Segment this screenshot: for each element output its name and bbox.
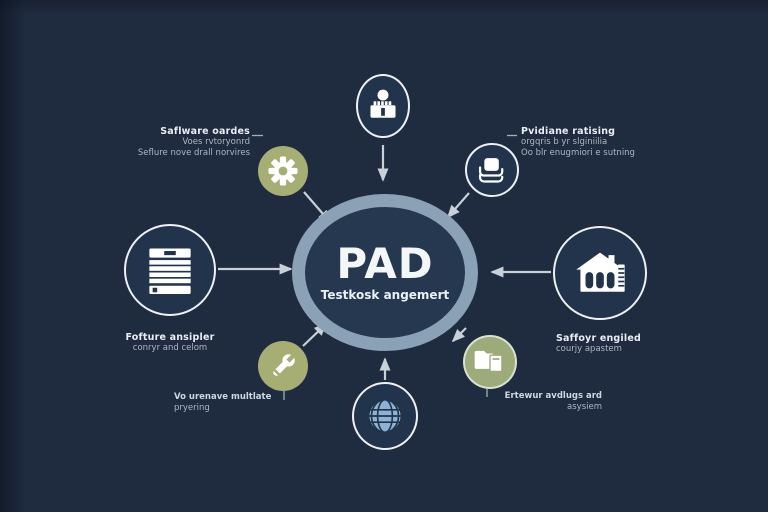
node-gear	[258, 146, 308, 196]
globe-icon	[367, 398, 403, 434]
schoolhouse-icon	[576, 252, 625, 292]
node-cards	[465, 143, 519, 197]
label-bottom-left: Vo urenave multlate pryering	[174, 392, 324, 414]
label-bottom-right-line1: Ertewur avdlugs ard	[504, 391, 602, 401]
label-left: Fofture ansipler conryr and celom	[100, 332, 240, 354]
gear-icon	[268, 156, 298, 186]
label-bottom-left-line2: pryering	[174, 403, 210, 413]
folder-documents-icon	[474, 350, 503, 373]
person-desk-icon	[370, 89, 396, 118]
arrow-center-to-folder	[451, 327, 467, 343]
hub-title: PAD	[336, 239, 434, 288]
arrow-cards-to-center	[446, 192, 470, 219]
server-icon	[149, 248, 191, 294]
label-bottom-left-line1: Vo urenave multlate	[174, 392, 272, 402]
node-globe	[352, 382, 418, 450]
node-folder	[463, 335, 517, 389]
label-top-right-line2: Oo blr enugmiori e sutning	[521, 148, 635, 158]
label-left-line1: conryr and celom	[132, 343, 208, 353]
label-top-left-title: Saflware oardes	[160, 126, 250, 137]
label-top-left: Saflware oardes Voes rvtoryonrd Seflure …	[80, 126, 250, 159]
node-user	[356, 74, 410, 138]
label-top-right-line1: orgqris b yr slginiilia	[521, 137, 608, 147]
node-building	[553, 226, 647, 320]
node-server	[124, 224, 216, 316]
label-right-title: Saffoyr engiled	[556, 333, 641, 344]
label-bottom-right: Ertewur avdlugs ard asysiem	[442, 391, 602, 413]
label-top-left-line1: Voes rvtoryonrd	[182, 137, 250, 147]
label-bottom-right-line2: asysiem	[567, 402, 602, 412]
node-wrench	[258, 341, 308, 391]
label-top-right: Pvidiane ratising orgqris b yr slginiili…	[521, 126, 711, 159]
hub-subtitle: Testkosk angemert	[320, 288, 450, 302]
label-left-title: Fofture ansipler	[125, 332, 215, 343]
label-right: Saffoyr engiled courjy apastem	[556, 333, 706, 355]
label-top-right-title: Pvidiane ratising	[521, 126, 616, 137]
central-hub: PAD Testkosk angemert	[292, 194, 478, 351]
stacked-cards-icon	[478, 158, 504, 183]
wrench-icon	[273, 353, 296, 376]
label-top-left-line2: Seflure nove drall norvires	[137, 148, 250, 158]
label-right-line1: courjy apastem	[556, 344, 622, 354]
